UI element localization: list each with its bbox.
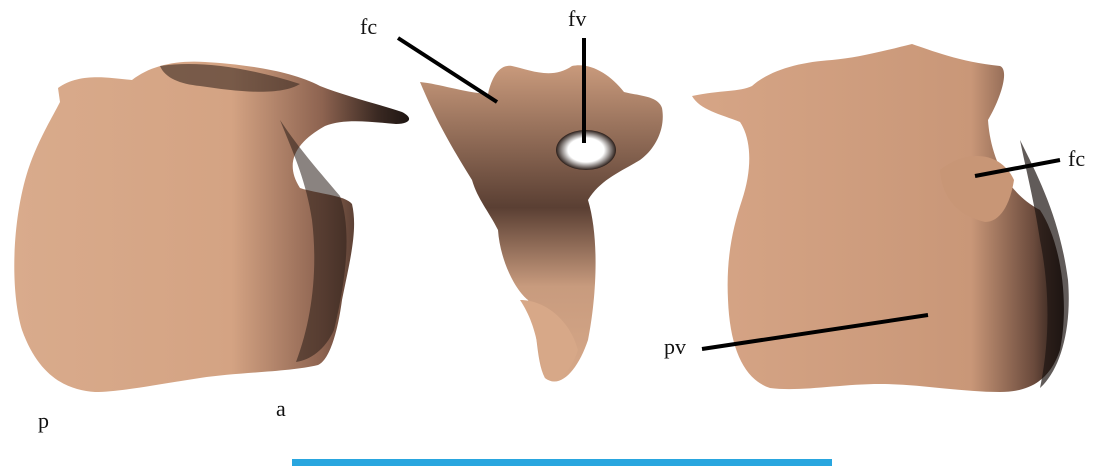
label-p: p	[38, 410, 49, 432]
vertebra-body-left	[14, 62, 409, 392]
label-fv: fv	[568, 8, 586, 30]
vertebra-posterior-middle	[420, 65, 663, 381]
vertebra-body-right	[692, 44, 1064, 392]
label-fc-right: fc	[1068, 148, 1085, 170]
scale-bar	[292, 459, 832, 466]
label-fc-top: fc	[360, 16, 377, 38]
vertebra-lateral-left	[14, 62, 409, 392]
label-pv: pv	[664, 336, 686, 358]
label-a: a	[276, 398, 286, 420]
vertebra-lateral-right	[692, 44, 1069, 392]
